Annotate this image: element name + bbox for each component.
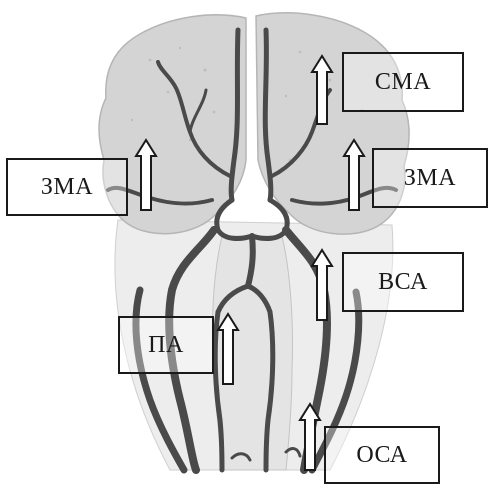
label-pa: ПА <box>118 316 214 374</box>
label-pa-text: ПА <box>148 333 184 357</box>
label-zma-right-text: ЗМА <box>404 166 456 190</box>
label-vsa-text: ВСА <box>378 270 428 294</box>
label-zma-left: ЗМА <box>6 158 128 216</box>
label-cma: СМА <box>342 52 464 112</box>
label-osa-text: ОСА <box>356 443 407 467</box>
label-vsa: ВСА <box>342 252 464 312</box>
label-zma-left-text: ЗМА <box>41 175 93 199</box>
label-zma-right: ЗМА <box>372 148 488 208</box>
label-osa: ОСА <box>324 426 440 484</box>
label-cma-text: СМА <box>375 70 431 94</box>
